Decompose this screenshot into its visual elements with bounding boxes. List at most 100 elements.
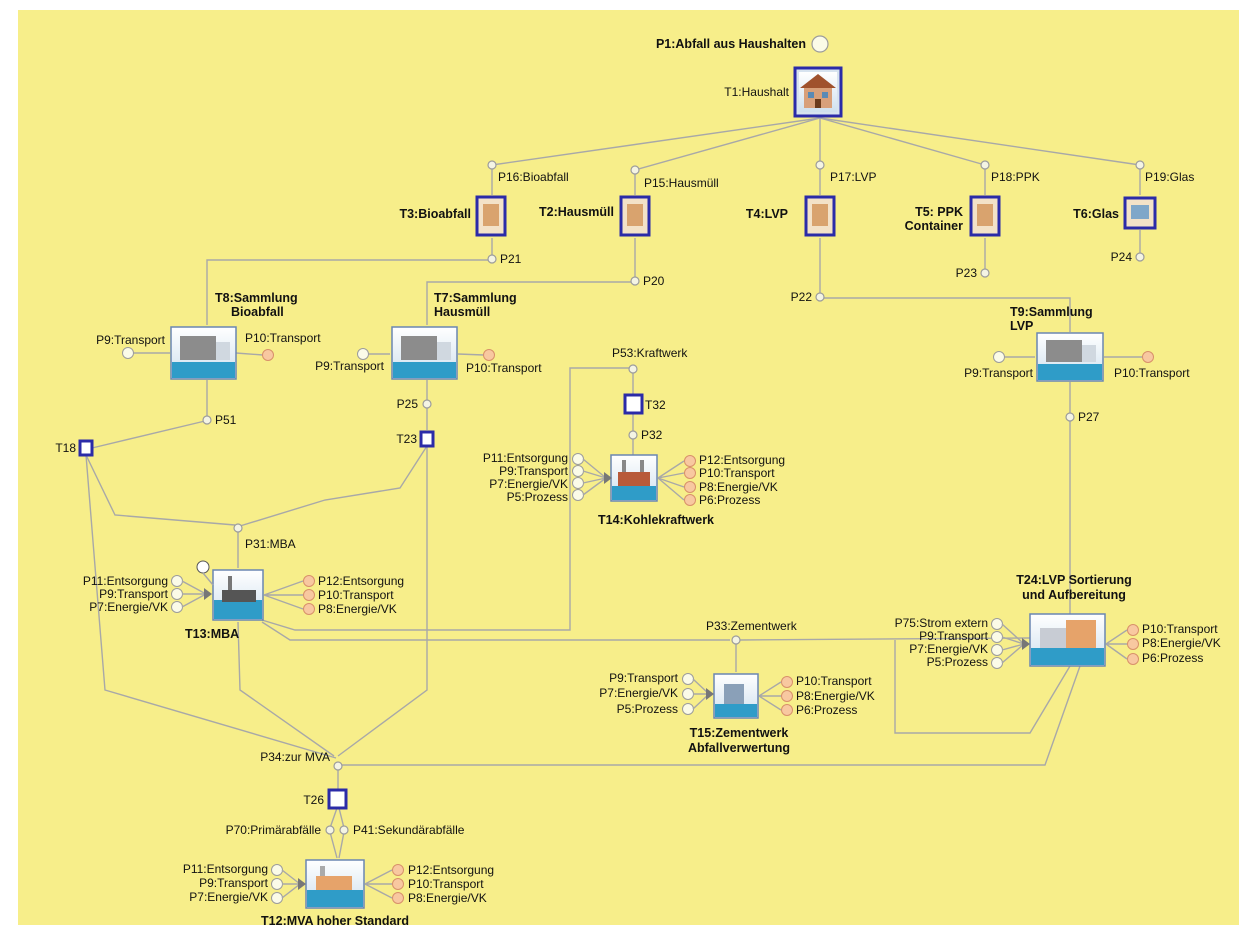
t18-node[interactable] — [78, 439, 94, 457]
edge-t24-p33 — [739, 637, 1031, 641]
label-t9a: T9:Sammlung — [1010, 305, 1093, 319]
node-p41[interactable] — [339, 825, 349, 835]
label-t13-entsorgung-out: P12:Entsorgung — [318, 574, 404, 588]
node-p16[interactable] — [487, 160, 497, 170]
port-t14-prozess-out[interactable] — [684, 494, 696, 506]
label-t14-energie-out: P8:Energie/VK — [699, 480, 778, 494]
t8-sammlung-bioabfall-node[interactable] — [170, 326, 237, 380]
node-p24[interactable] — [1135, 252, 1145, 262]
node-p27[interactable] — [1065, 412, 1075, 422]
port-t12-energie-out[interactable] — [392, 892, 404, 904]
port-t9-transport-out[interactable] — [1142, 351, 1154, 363]
port-t14-prozess-in[interactable] — [572, 489, 584, 501]
t3-bioabfall-node[interactable] — [475, 195, 507, 237]
port-t24-strom-in[interactable] — [991, 618, 1003, 630]
port-t13-energie-out[interactable] — [303, 603, 315, 615]
port-t14-entsorgung-out[interactable] — [684, 455, 696, 467]
port-t24-prozess-in[interactable] — [991, 657, 1003, 669]
port-t14-energie-out[interactable] — [684, 481, 696, 493]
port-t7-transport-out[interactable] — [483, 349, 495, 361]
port-t15-energie-in[interactable] — [682, 688, 694, 700]
port-t8-transport-in[interactable] — [122, 347, 134, 359]
port-t7-transport-in[interactable] — [357, 348, 369, 360]
t32-node[interactable] — [623, 393, 644, 415]
port-t14-energie-in[interactable] — [572, 477, 584, 489]
node-p33[interactable] — [731, 635, 741, 645]
port-p1[interactable] — [811, 35, 829, 53]
node-p53[interactable] — [628, 364, 638, 374]
node-p19[interactable] — [1135, 160, 1145, 170]
port-t12-energie-in[interactable] — [271, 892, 283, 904]
node-p17[interactable] — [815, 160, 825, 170]
port-t12-transport-in[interactable] — [271, 878, 283, 890]
port-t8-transport-out[interactable] — [262, 349, 274, 361]
t9-sammlung-lvp-node[interactable] — [1036, 332, 1104, 382]
port-t24-prozess-out[interactable] — [1127, 653, 1139, 665]
t24-lvp-sortierung-node[interactable] — [1029, 613, 1106, 667]
edge-p21-t8 — [206, 259, 488, 325]
t5-ppk-node[interactable] — [969, 195, 1001, 237]
arrow-icon — [298, 878, 306, 890]
port-t9-transport-in[interactable] — [993, 351, 1005, 363]
port-t13-extra[interactable] — [196, 560, 210, 574]
port-t24-transport-out[interactable] — [1127, 624, 1139, 636]
node-p18[interactable] — [980, 160, 990, 170]
label-t8a: T8:Sammlung — [215, 291, 298, 305]
node-p15[interactable] — [630, 165, 640, 175]
node-p70[interactable] — [325, 825, 335, 835]
label-t12-entsorgung-out: P12:Entsorgung — [408, 863, 494, 877]
port-t14-transport-in[interactable] — [572, 465, 584, 477]
node-p32[interactable] — [628, 430, 638, 440]
port-t12-entsorgung-out[interactable] — [392, 864, 404, 876]
t1-haushalt-node[interactable] — [793, 66, 843, 118]
label-t14-prozess-out: P6:Prozess — [699, 493, 760, 507]
t2-hausmuell-node[interactable] — [619, 195, 651, 237]
label-t13: T13:MBA — [185, 627, 239, 641]
node-p25[interactable] — [422, 399, 432, 409]
t4-lvp-node[interactable] — [804, 195, 836, 237]
label-t13-transport-in: P9:Transport — [99, 587, 169, 601]
label-p51: P51 — [215, 413, 237, 427]
port-t14-transport-out[interactable] — [684, 467, 696, 479]
label-t1: T1:Haushalt — [724, 85, 789, 99]
port-t15-energie-out[interactable] — [781, 690, 793, 702]
t6-glas-node[interactable] — [1123, 196, 1157, 230]
port-t13-transport-in[interactable] — [171, 588, 183, 600]
t13-mba-node[interactable] — [212, 569, 264, 621]
t12-mva-node[interactable] — [305, 859, 365, 909]
t14-kohlekraftwerk-node[interactable] — [610, 454, 658, 502]
node-p23[interactable] — [980, 268, 990, 278]
port-t15-prozess-in[interactable] — [682, 703, 694, 715]
label-t24-energie-in: P7:Energie/VK — [909, 642, 988, 656]
t23-node[interactable] — [419, 430, 435, 448]
port-t13-energie-in[interactable] — [171, 601, 183, 613]
port-t13-entsorgung-in[interactable] — [171, 575, 183, 587]
port-t12-transport-out[interactable] — [392, 878, 404, 890]
t7-sammlung-hausmuell-node[interactable] — [391, 326, 458, 380]
port-t14-entsorgung-in[interactable] — [572, 453, 584, 465]
port-t24-energie-out[interactable] — [1127, 638, 1139, 650]
label-t7b: Hausmüll — [434, 305, 490, 319]
port-t24-energie-in[interactable] — [991, 644, 1003, 656]
label-p17: P17:LVP — [830, 170, 876, 184]
t15-zementwerk-node[interactable] — [713, 673, 759, 719]
label-p1: P1:Abfall aus Haushalten — [656, 37, 806, 51]
port-t15-prozess-out[interactable] — [781, 704, 793, 716]
node-p51[interactable] — [202, 415, 212, 425]
node-p31[interactable] — [233, 523, 243, 533]
port-t24-transport-in[interactable] — [991, 631, 1003, 643]
label-t18: T18 — [55, 441, 76, 455]
node-p34[interactable] — [333, 761, 343, 771]
node-p20[interactable] — [630, 276, 640, 286]
port-t13-entsorgung-out[interactable] — [303, 575, 315, 587]
port-t12-entsorgung-in[interactable] — [271, 864, 283, 876]
t26-node[interactable] — [327, 788, 348, 810]
port-t15-transport-out[interactable] — [781, 676, 793, 688]
label-t13-energie-out: P8:Energie/VK — [318, 602, 397, 616]
node-p21[interactable] — [487, 254, 497, 264]
label-t3: T3:Bioabfall — [399, 207, 471, 221]
edge-t8-transport-out — [235, 352, 264, 356]
port-t15-transport-in[interactable] — [682, 673, 694, 685]
node-p22[interactable] — [815, 292, 825, 302]
port-t13-transport-out[interactable] — [303, 589, 315, 601]
